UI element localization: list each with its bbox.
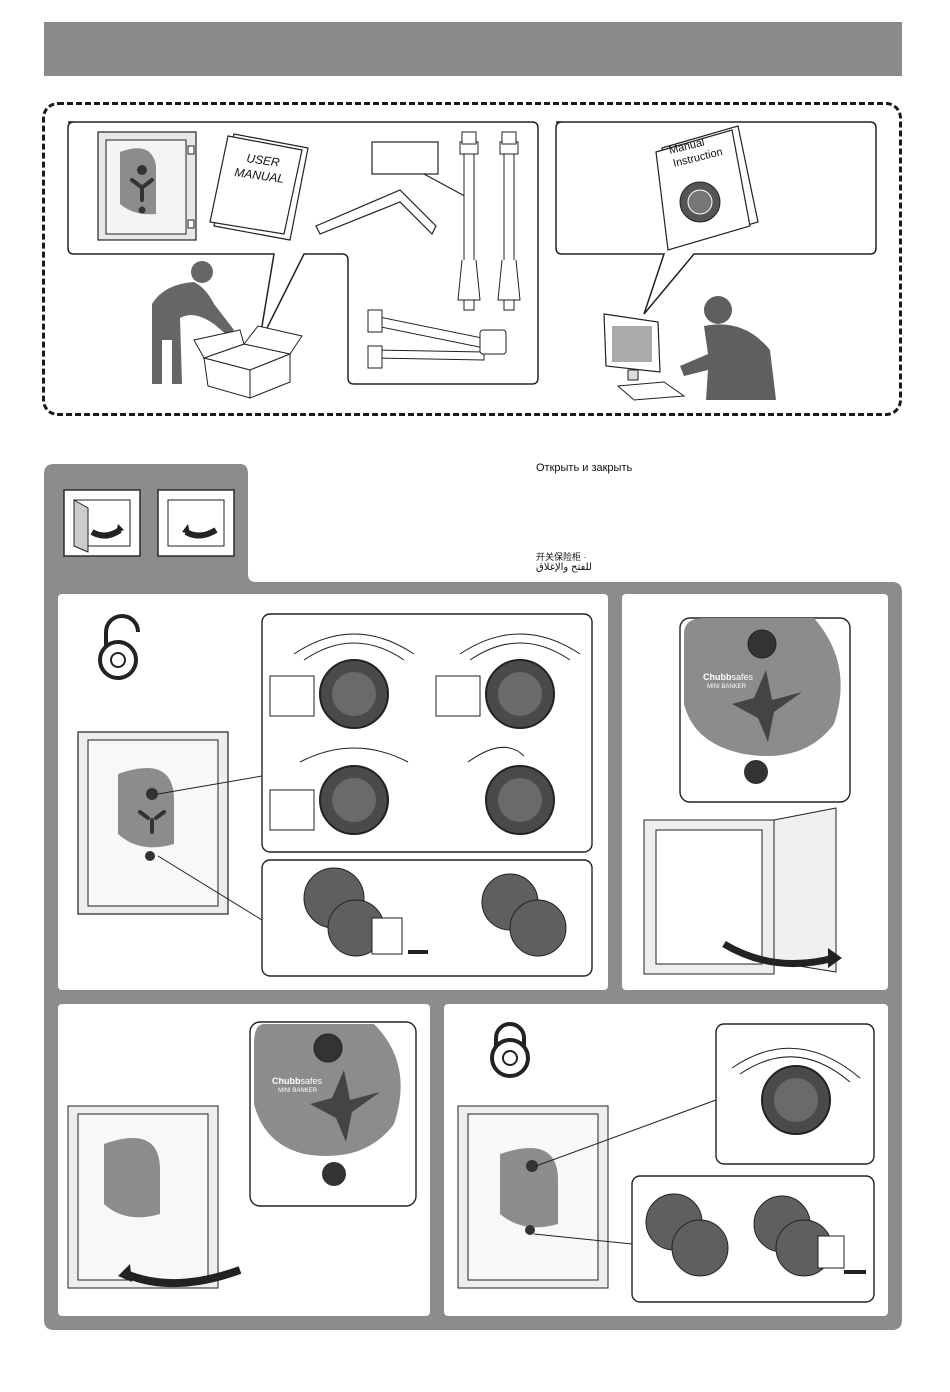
heading-russian: Открыть и закрыть [536,462,632,474]
brand-logo-light-2: safes [301,1076,323,1086]
close-safe-icon [158,490,234,556]
brand-logo-bold-2: Chubb [272,1076,301,1086]
brand-model: MINI BANKER [707,684,746,690]
brand-logo: Chubbsafes [703,672,753,682]
heading-arabic: للفتح والإغلاق [536,562,592,573]
open-close-background [44,464,902,1330]
unpacking-illustration: USER MANUAL Manual Instruc [44,104,902,416]
safe-icon [98,132,196,240]
open-safe-icon [64,490,140,556]
person-at-computer-icon [604,296,776,400]
safe-body [78,732,228,914]
brand-logo-bold: Chubb [703,672,732,682]
brand-model-2: MINI BANKER [278,1088,317,1094]
header-bar [44,22,902,76]
open-close-section: Открыть и закрыть 开关保险柜 · للفتح والإغلاق… [44,464,902,1330]
brand-logo-light: safes [732,672,754,682]
brand-logo-2: Chubbsafes [272,1076,322,1086]
user-manual-booklet: USER MANUAL [210,134,308,240]
